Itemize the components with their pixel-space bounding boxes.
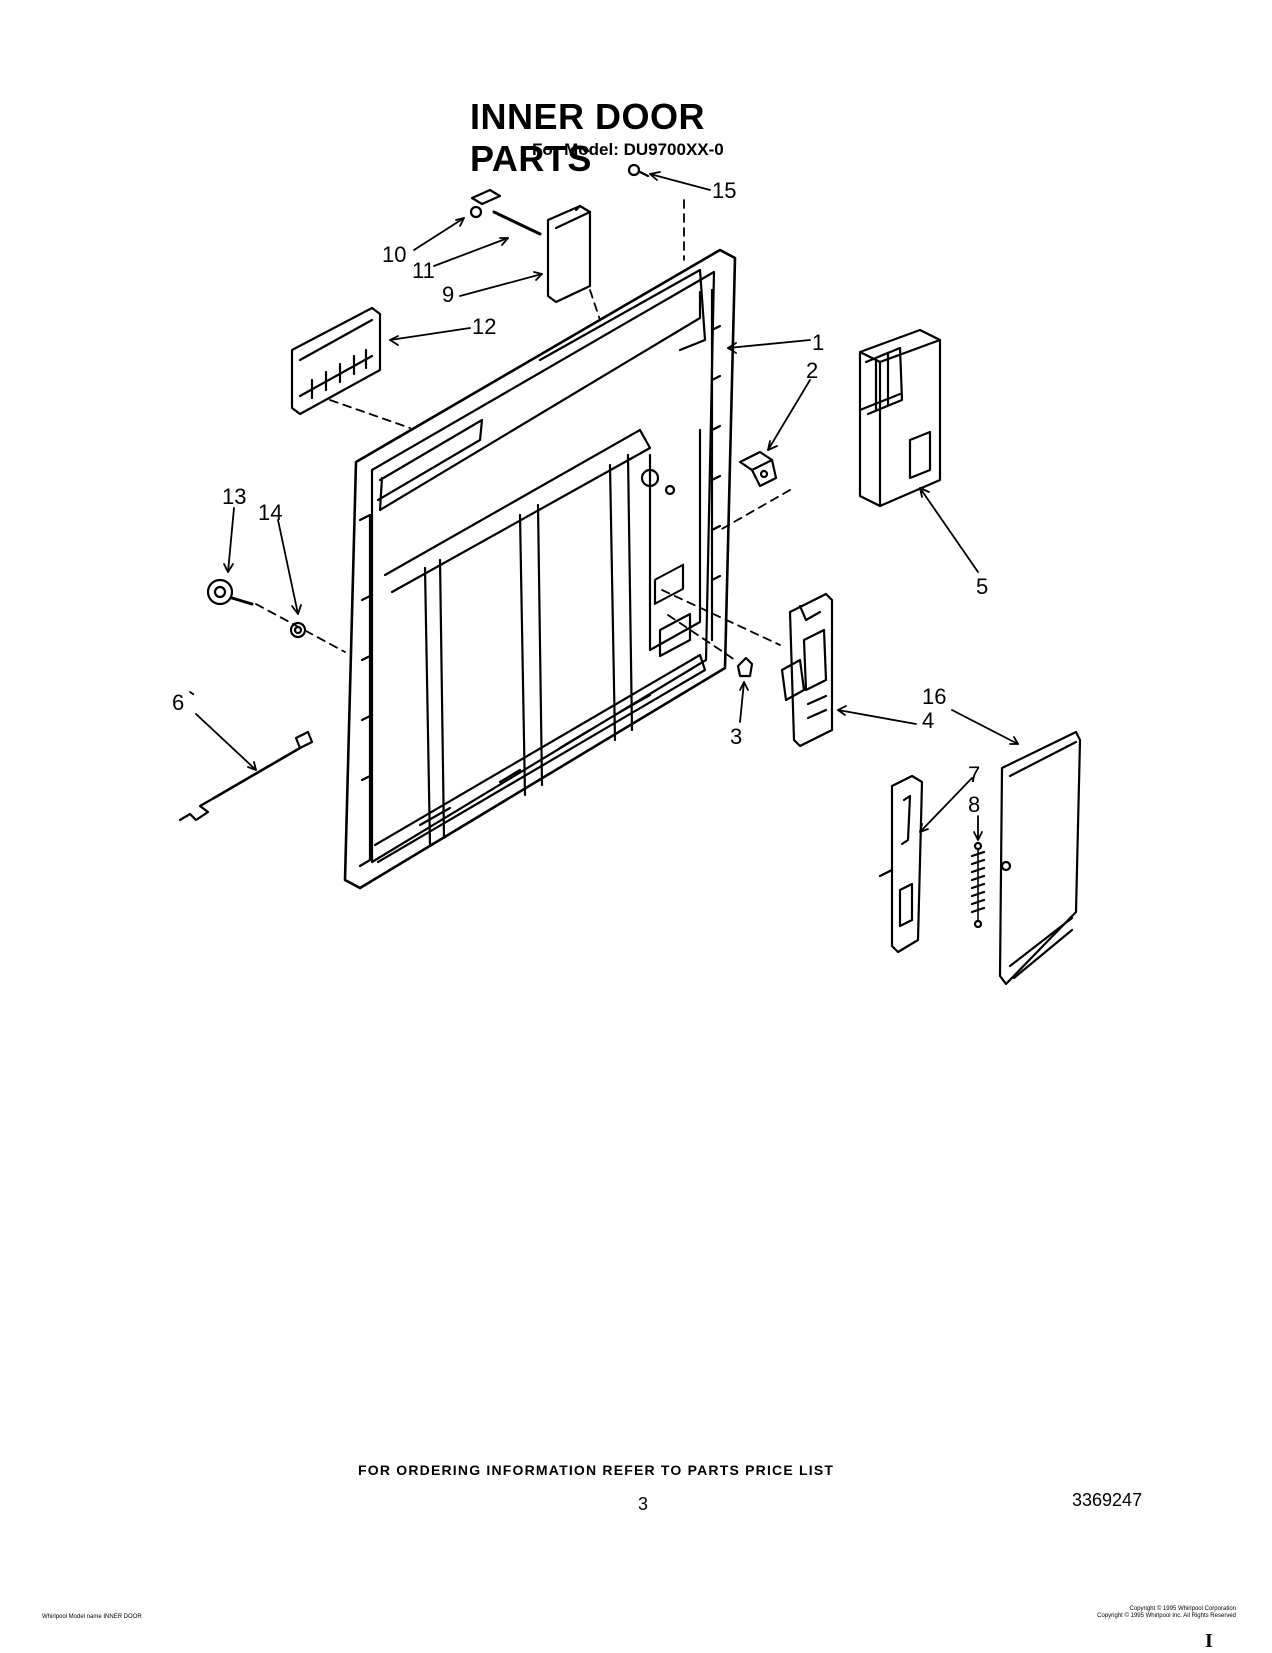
callout-3: 3 [730, 724, 742, 749]
page-title: INNER DOOR PARTS [470, 96, 706, 179]
part-8-spring [970, 841, 986, 929]
fine-print-right-line-2: Copyright © 1995 Whirlpool Inc. All Righ… [1097, 1613, 1236, 1619]
part-6-wire [178, 730, 314, 822]
part-3-clip [736, 656, 754, 678]
callout-12: 12 [472, 314, 496, 339]
callout-6: 6 [172, 690, 184, 715]
callout-9: 9 [442, 282, 454, 307]
callout-4: 4 [922, 708, 934, 733]
part-5-dispenser [858, 328, 942, 508]
leader-lines [189, 171, 1019, 841]
callout-7: 7 [968, 762, 980, 787]
callout-11: 11 [412, 258, 435, 283]
fine-print-right: Copyright © 1995 Whirlpool Corporation C… [1026, 1606, 1236, 1620]
fine-print-left: Whirlpool Model name INNER DOOR [42, 1614, 142, 1620]
callout-5: 5 [976, 574, 988, 599]
part-14-nut [289, 621, 307, 639]
part-10-11-clip-wire [469, 188, 542, 236]
model-subtitle: For Model: DU9700XX-0 [532, 140, 724, 159]
part-15-screw [627, 163, 650, 178]
part-13-knob [206, 578, 254, 606]
callout-10: 10 [382, 242, 406, 267]
callout-numbers: 1 2 3 4 5 6 7 8 9 10 11 12 13 14 15 16 [172, 178, 988, 817]
callout-2: 2 [806, 358, 818, 383]
callout-16: 16 [922, 684, 946, 709]
inner-door-panel [343, 248, 737, 890]
part-12-vent-grille [290, 306, 382, 416]
callout-13: 13 [222, 484, 246, 509]
callout-15: 15 [712, 178, 736, 203]
part-16-side-panel [998, 730, 1082, 986]
part-9-cover [546, 204, 592, 304]
part-2-bracket [738, 450, 778, 488]
corner-mark: I [1205, 1630, 1213, 1652]
part-4-latch [780, 592, 834, 748]
page-number: 3 [638, 1494, 649, 1514]
callout-8: 8 [968, 792, 980, 817]
ordering-note: FOR ORDERING INFORMATION REFER TO PARTS … [358, 1462, 835, 1478]
part-7-slide [878, 774, 924, 954]
callout-1: 1 [812, 330, 824, 355]
fine-print-right-line-1: Copyright © 1995 Whirlpool Corporation [1129, 1606, 1236, 1612]
document-number: 3369247 [1072, 1490, 1143, 1510]
callout-14: 14 [258, 500, 282, 525]
